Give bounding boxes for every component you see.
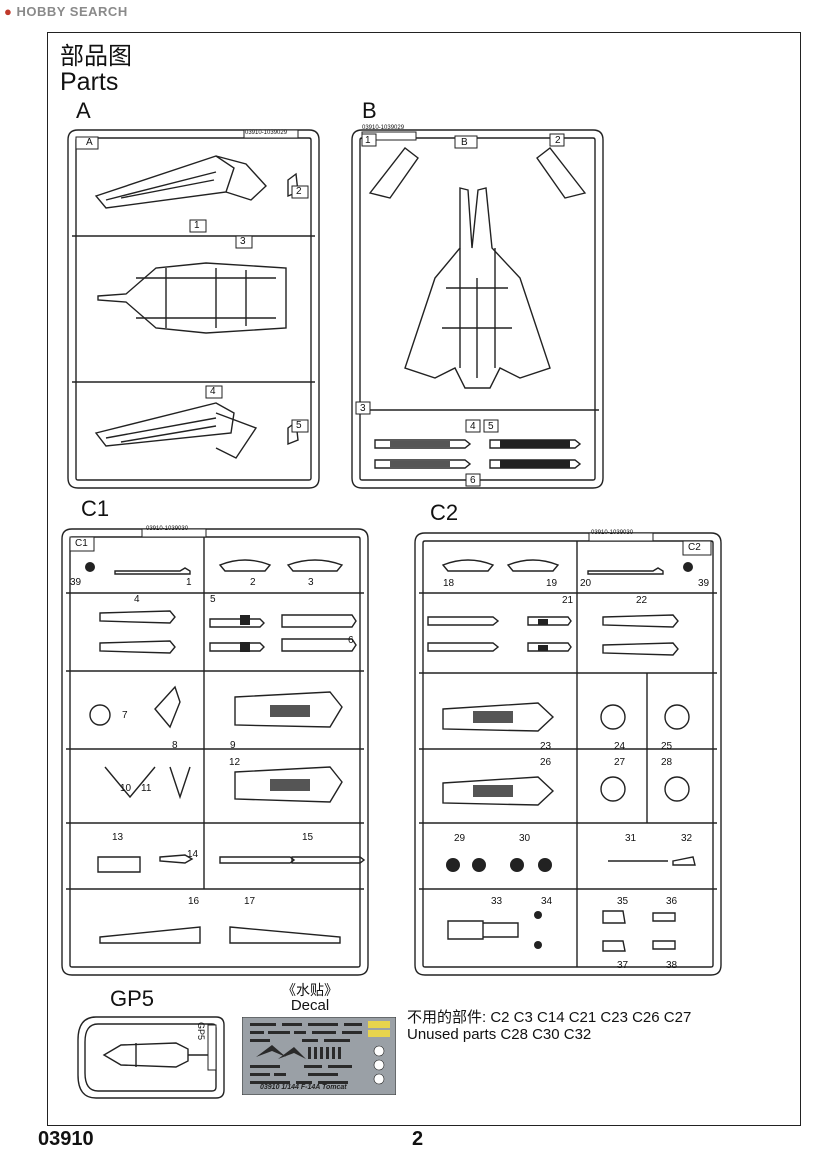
part-c1-10: 10 [120,783,132,794]
watermark: ● HOBBY SEARCH [4,4,128,19]
part-c2-38: 38 [666,960,678,971]
sprue-b-code: 03910-1039029 [362,125,405,131]
part-c1-14: 14 [187,849,199,860]
unused-label-chinese: 不用的部件: [407,1009,487,1026]
part-c2-31: 31 [625,833,637,844]
decal-title-chinese: 《水贴》 [282,982,338,998]
part-c2-20: 20 [580,578,592,589]
part-c1-13: 13 [112,832,124,843]
sprue-c1-code: 03910-1039030 [146,526,189,532]
part-c2-39: 39 [698,578,710,589]
part-c2-29: 29 [454,833,466,844]
part-c1-15: 15 [302,832,314,843]
watermark-logo-icon: ● [4,4,13,19]
sprue-c1-label: C1 [81,496,110,521]
part-c1-6: 6 [348,635,354,646]
part-c2-33: 33 [491,896,503,907]
part-c2-27: 27 [614,757,626,768]
part-b-4: 4 [470,421,476,432]
part-a-4: 4 [210,386,216,397]
part-c1-17: 17 [244,896,256,907]
sprue-a-tag: A [86,137,93,148]
part-a-3: 3 [240,236,246,247]
part-c1-7: 7 [122,710,128,721]
watermark-text: HOBBY SEARCH [16,4,128,19]
part-c2-22: 22 [636,595,648,606]
part-c1-2: 2 [250,577,256,588]
title-chinese: 部品图 [60,42,132,70]
sprue-c2-tag: C2 [688,542,701,553]
sprue-c1-frame [61,528,369,976]
part-c2-32: 32 [681,833,693,844]
part-c2-28: 28 [661,757,673,768]
part-c1-1: 1 [186,577,192,588]
sprue-gp5-tag: GP5 [196,1022,206,1041]
part-c2-30: 30 [519,833,531,844]
part-c2-24: 24 [614,741,626,752]
part-c1-39: 39 [70,577,82,588]
page-number: 2 [412,1128,424,1150]
part-c2-26: 26 [540,757,552,768]
sprue-c2-label: C2 [430,500,459,525]
part-c1-3: 3 [308,577,314,588]
decal-sheet [242,1017,396,1095]
part-c2-19: 19 [546,578,558,589]
part-c1-11: 11 [141,783,152,794]
part-a-1: 1 [194,220,200,231]
part-b-3: 3 [360,403,366,414]
sprue-c1-tag: C1 [75,538,88,549]
unused-list-1: C2 C3 C14 C21 C23 C26 C27 [490,1009,692,1026]
unused-parts-line-1: 不用的部件: C2 C3 C14 C21 C23 C26 C27 [407,1006,691,1027]
part-b-6: 6 [470,475,476,486]
sprue-gp5-label: GP5 [110,986,155,1011]
sprue-gp5-frame [77,1016,225,1099]
unused-list-2: C28 C30 C32 [500,1026,592,1043]
part-c1-8: 8 [172,740,178,751]
sprue-a-code: 03910-1039029 [245,130,288,136]
part-c2-21: 21 [562,595,574,606]
part-c2-36: 36 [666,896,678,907]
part-c1-9: 9 [230,740,236,751]
sprue-b-label: B [362,98,377,123]
part-c2-18: 18 [443,578,455,589]
part-b-5: 5 [488,421,494,432]
page-frame [47,32,801,1126]
sprue-c2-code: 03910-1039030 [591,530,634,536]
part-c1-4: 4 [134,594,140,605]
sprue-a-label: A [76,98,91,123]
part-c1-5: 5 [210,594,216,605]
unused-label-english: Unused parts [407,1026,497,1043]
part-c2-34: 34 [541,896,553,907]
part-c2-23: 23 [540,741,552,752]
sprue-c2-frame [414,532,722,976]
decal-title-english: Decal [290,997,330,1014]
product-code: 03910 [38,1128,94,1150]
sprue-b-tag: B [461,137,468,148]
title-english: Parts [60,68,119,96]
part-b-2: 2 [555,135,561,146]
part-c2-37: 37 [617,960,629,971]
part-a-2: 2 [296,186,302,197]
part-c2-35: 35 [617,896,629,907]
part-c1-16: 16 [188,896,200,907]
part-c2-25: 25 [661,741,673,752]
decal-caption: 03910 1/144 F-14A Tomcat [260,1084,347,1091]
part-a-5: 5 [296,420,302,431]
part-b-1: 1 [365,135,371,146]
unused-parts-line-2: Unused parts C28 C30 C32 [407,1026,591,1043]
sprue-a-frame [67,129,320,489]
part-c1-12: 12 [229,757,241,768]
sprue-b-frame [351,129,604,489]
